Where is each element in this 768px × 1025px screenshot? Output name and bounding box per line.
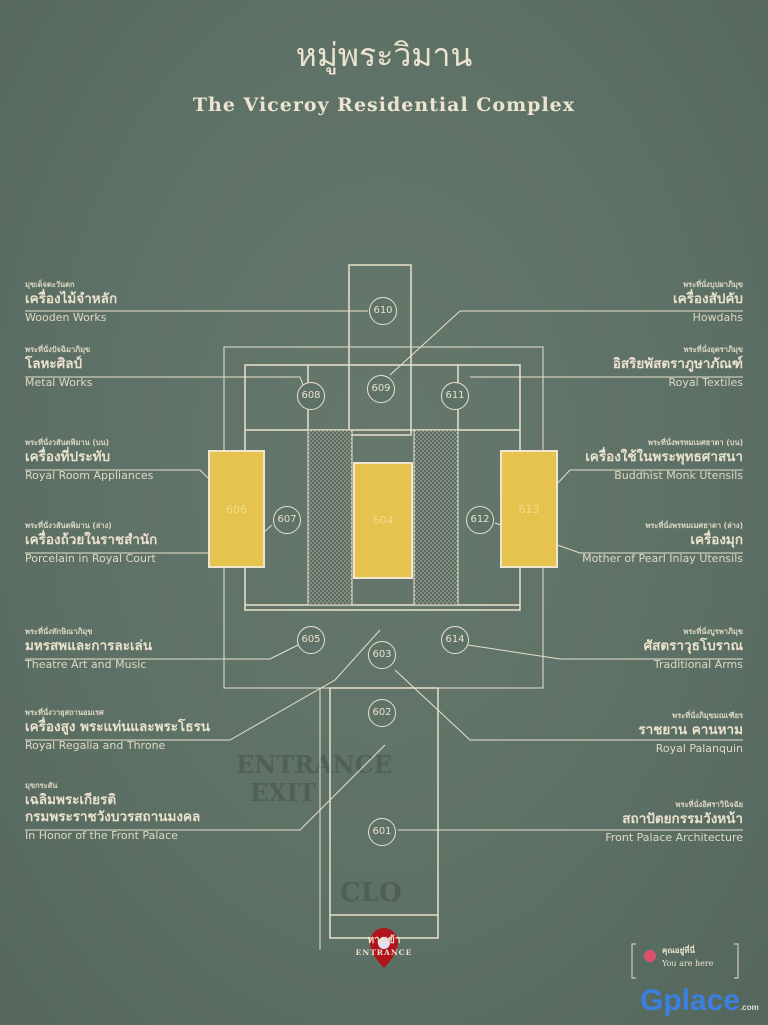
entrance-label: ทางเข้า ENTRANCE bbox=[355, 935, 413, 957]
room-604[interactable]: 604 bbox=[353, 462, 413, 579]
corridor-left bbox=[307, 429, 353, 606]
room-612[interactable]: 612 bbox=[466, 506, 494, 534]
location-pin-icon bbox=[644, 950, 656, 962]
page-title-thai: หมู่พระวิมาน bbox=[295, 36, 473, 74]
room-606[interactable]: 606 bbox=[208, 450, 265, 568]
label-front-palace-honor: มุขกระสันเฉลิมพระเกียรติกรมพระราชวังบวรส… bbox=[25, 781, 201, 842]
label-buddhist-utensils: พระที่นั่งพรหมเมศธาดา (บน)เครื่องใช้ในพร… bbox=[585, 438, 743, 482]
room-605[interactable]: 605 bbox=[297, 626, 325, 654]
room-611[interactable]: 611 bbox=[441, 382, 469, 410]
room-609[interactable]: 609 bbox=[367, 375, 395, 403]
room-607[interactable]: 607 bbox=[273, 506, 301, 534]
ghost-closed-sign: CLO bbox=[340, 878, 402, 908]
label-royal-textiles: พระที่นั่งอุตราภิมุขอิสริยพัสตราภูษาภัณฑ… bbox=[612, 345, 743, 389]
callout-lines bbox=[25, 310, 743, 831]
room-603[interactable]: 603 bbox=[368, 641, 396, 669]
label-metal-works: พระที่นั่งปัจฉิมาภิมุขโลหะศิลป์Metal Wor… bbox=[25, 345, 93, 389]
gplace-watermark-logo: Gplace.com bbox=[640, 984, 759, 1017]
you-are-here-marker: คุณอยู่ที่นี่ You are here bbox=[630, 942, 740, 982]
room-613[interactable]: 613 bbox=[500, 450, 558, 568]
room-601[interactable]: 601 bbox=[368, 818, 396, 846]
label-royal-regalia: พระที่นั่งวายุสถานอมเรศเครื่องสูง พระแท่… bbox=[25, 708, 210, 752]
room-602[interactable]: 602 bbox=[368, 699, 396, 727]
room-610[interactable]: 610 bbox=[369, 297, 397, 325]
ghost-exit-sign: EXIT bbox=[250, 778, 316, 807]
room-614[interactable]: 614 bbox=[441, 626, 469, 654]
label-royal-room-appliances: พระที่นั่งวสันตพิมาน (บน)เครื่องที่ประทั… bbox=[25, 438, 154, 482]
page-title-english: The Viceroy Residential Complex bbox=[192, 94, 576, 116]
room-608[interactable]: 608 bbox=[297, 382, 325, 410]
plan-walls bbox=[223, 264, 544, 950]
corridor-right bbox=[413, 429, 459, 606]
label-front-palace-architecture: พระที่นั่งอิศราวินิจฉัยสถาปัตยกรรมวังหน้… bbox=[605, 800, 743, 844]
label-porcelain: พระที่นั่งวสันตพิมาน (ล่าง)เครื่องถ้วยใน… bbox=[25, 521, 158, 565]
